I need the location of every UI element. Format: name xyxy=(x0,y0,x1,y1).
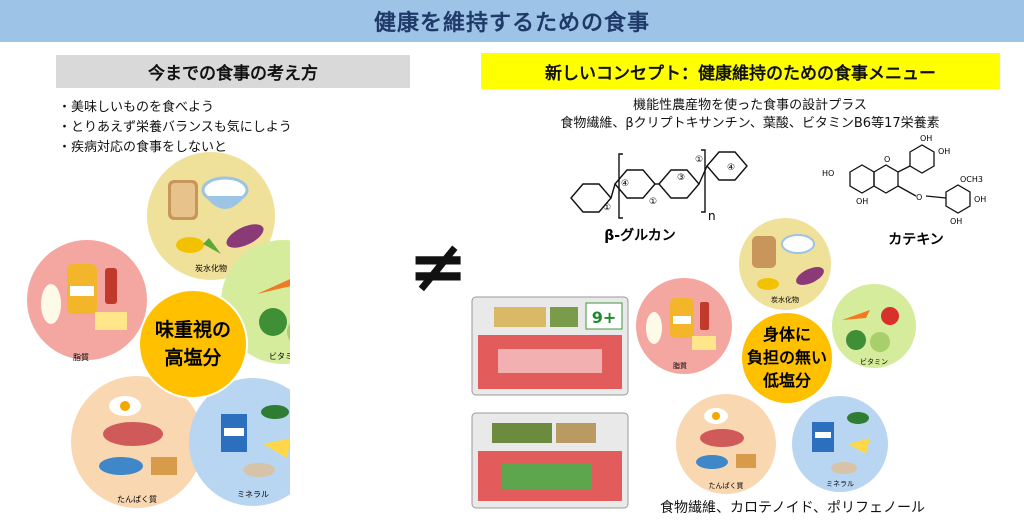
old-center-line: 味重視の xyxy=(155,318,231,341)
rice-bowl-icon xyxy=(781,234,815,254)
vitamin-circle: ビタミン xyxy=(832,284,916,368)
butter-icon xyxy=(95,312,127,330)
page-title: 健康を維持するための食事 xyxy=(373,11,650,36)
old-nutrient-diagram: 炭水化物 ビタミン 脂質 たんぱく質 ミネラル xyxy=(27,152,290,508)
glucan-subscript: n xyxy=(708,209,716,223)
menu-design-text: 機能性農産物を使った食事の設計プラス 食物繊維、βクリプトキサンチン、葉酸、ビタ… xyxy=(520,97,980,133)
fish-icon xyxy=(99,457,143,475)
old-concept-heading-text: 今までの食事の考え方 xyxy=(148,64,318,84)
atom-label: OH xyxy=(938,147,950,156)
new-center-line: 低塩分 xyxy=(762,371,811,390)
fish-icon xyxy=(696,455,728,469)
broccoli-icon xyxy=(259,308,287,336)
sweet-potato-icon xyxy=(226,224,264,248)
meat-icon xyxy=(700,429,744,447)
beta-glucan-structure: ① ④ ① ③ ① ④ n β-グルカン xyxy=(570,149,748,244)
cheese-icon xyxy=(848,438,870,454)
new-center-line: 負担の無い xyxy=(747,348,827,367)
catechin-structure: OH OH HO O OH O OCH3 OH OH カテキン xyxy=(822,134,986,247)
atom-label: OH xyxy=(856,197,868,206)
sweet-potato-icon xyxy=(796,267,824,285)
ring-number: ④ xyxy=(621,179,629,189)
meal-packages: 9+ xyxy=(471,296,629,509)
butter-icon xyxy=(692,336,716,350)
protein-label: たんぱく質 xyxy=(117,494,157,504)
atom-label: O xyxy=(916,193,922,202)
catechin-label: カテキン xyxy=(888,232,944,247)
protein-circle: たんぱく質 xyxy=(676,394,776,494)
meal-package-bottom xyxy=(471,412,629,509)
ring-number: ① xyxy=(695,155,703,165)
cabbage-icon xyxy=(870,332,890,352)
atom-label: OH xyxy=(920,134,932,143)
old-center-circle: 味重視の 高塩分 xyxy=(138,289,248,399)
beta-glucan-label: β-グルカン xyxy=(604,227,675,244)
carb-circle: 炭水化物 xyxy=(147,152,275,280)
new-concept-heading-text: 新しいコンセプト：健康維持のための食事メニュー xyxy=(545,63,936,84)
mineral-circle: ミネラル xyxy=(189,378,290,506)
atom-label: OCH3 xyxy=(960,175,983,184)
seaweed-icon xyxy=(847,412,869,424)
broccoli-icon xyxy=(846,330,866,350)
ring-number: ③ xyxy=(677,173,685,183)
meal-package-top: 9+ xyxy=(471,296,629,396)
natto-icon xyxy=(736,454,756,468)
bullet-item: ・美味しいものを食べよう xyxy=(58,100,215,115)
vitamin-label: ビタミン xyxy=(269,352,290,361)
not-equal-symbol: ≠ xyxy=(408,224,469,308)
design-line: 機能性農産物を使った食事の設計プラス xyxy=(633,98,867,113)
fat-circle: 脂質 xyxy=(27,240,147,362)
atom-label: OH xyxy=(950,217,962,226)
fat-label: 脂質 xyxy=(673,361,687,370)
natto-icon xyxy=(151,457,177,475)
mineral-circle: ミネラル xyxy=(792,396,888,492)
small-fish-icon xyxy=(243,463,275,477)
new-concept-heading: 新しいコンセプト：健康維持のための食事メニュー xyxy=(481,53,1000,89)
mayonnaise-icon xyxy=(41,284,61,324)
protein-label: たんぱく質 xyxy=(709,481,744,490)
meat-icon xyxy=(103,422,163,446)
design-line: 食物繊維、βクリプトキサンチン、葉酸、ビタミンB6等17栄養素 xyxy=(560,116,940,131)
sauce-bottle-icon xyxy=(105,268,117,304)
old-concept-bullets: ・美味しいものを食べよう ・とりあえず栄養バランスも気にしよう ・疾病対応の食事… xyxy=(58,98,292,158)
tomato-icon xyxy=(881,307,899,325)
atom-label: O xyxy=(884,155,890,164)
corn-icon xyxy=(757,278,779,290)
sauce-bottle-icon xyxy=(700,302,709,330)
carb-label: 炭水化物 xyxy=(771,295,799,304)
vitamin-label: ビタミン xyxy=(860,357,888,366)
bullet-item: ・疾病対応の食事をしないと xyxy=(58,140,228,155)
mayonnaise-icon xyxy=(646,312,662,344)
cabbage-icon xyxy=(287,323,290,341)
bullet-item: ・とりあえず栄養バランスも気にしよう xyxy=(58,120,292,135)
ring-number: ① xyxy=(649,197,657,207)
package-badge: 9+ xyxy=(592,308,617,327)
new-center-line: 身体に xyxy=(763,325,811,344)
fat-circle: 脂質 xyxy=(636,278,732,374)
functional-components-note: 食物繊維、カロテノイド、ポリフェノール xyxy=(660,500,926,516)
corn-icon xyxy=(176,237,204,253)
small-fish-icon xyxy=(831,462,857,474)
old-center-line: 高塩分 xyxy=(164,346,221,369)
title-bar: 健康を維持するための食事 xyxy=(0,0,1024,42)
old-concept-heading: 今までの食事の考え方 xyxy=(56,55,410,88)
seaweed-icon xyxy=(261,405,289,419)
atom-label: OH xyxy=(974,195,986,204)
new-nutrient-diagram: 炭水化物 ビタミン 脂質 たんぱく質 ミネラル 身体に xyxy=(636,218,916,494)
cheese-icon xyxy=(263,438,290,458)
ring-number: ④ xyxy=(727,163,735,173)
carb-label: 炭水化物 xyxy=(195,263,227,273)
new-center-circle: 身体に 負担の無い 低塩分 xyxy=(740,311,834,405)
protein-circle: たんぱく質 xyxy=(71,376,203,508)
ring-number: ① xyxy=(603,203,611,213)
atom-label: HO xyxy=(822,169,834,178)
bread-icon xyxy=(752,236,776,268)
mineral-label: ミネラル xyxy=(237,490,269,499)
mineral-label: ミネラル xyxy=(826,480,854,488)
carb-circle: 炭水化物 xyxy=(739,218,831,310)
fat-label: 脂質 xyxy=(73,352,89,362)
carrot-icon xyxy=(842,310,870,320)
